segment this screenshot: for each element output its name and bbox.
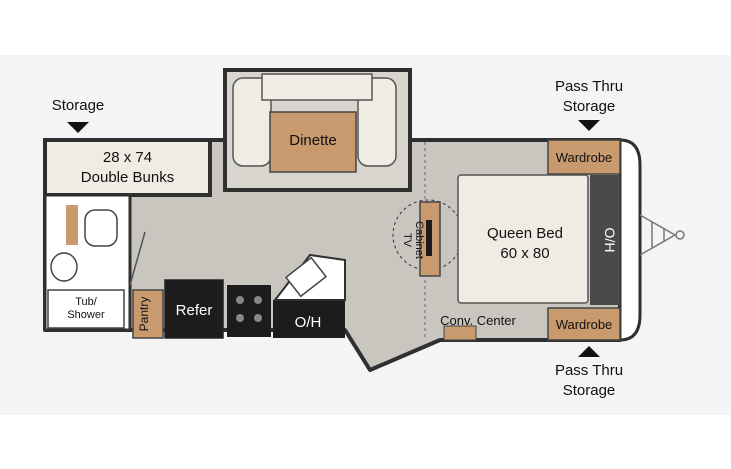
stove bbox=[227, 285, 271, 337]
oh-bedroom-label: O/H bbox=[602, 228, 618, 253]
bunks-label-line2: Double Bunks bbox=[80, 169, 175, 186]
wardrobe-bottom bbox=[547, 307, 621, 341]
wardrobe-bottom-label: Wardrobe bbox=[555, 317, 613, 332]
wardrobe-top-label: Wardrobe bbox=[555, 150, 613, 165]
tv-cabinet-label-line1: TV bbox=[401, 233, 413, 248]
refrigerator bbox=[164, 279, 224, 339]
hitch-ball bbox=[675, 230, 685, 240]
queen-bed-label-line1: Queen Bed bbox=[487, 225, 563, 242]
conv-center-cabinet bbox=[443, 325, 477, 341]
bath-door bbox=[129, 231, 146, 286]
refer-label: Refer bbox=[175, 302, 213, 319]
burner bbox=[236, 314, 244, 322]
kitchen-sink-bowl bbox=[284, 256, 328, 298]
pass-thru-top-line2: Storage bbox=[562, 98, 616, 115]
burner bbox=[254, 314, 262, 322]
dinette-back bbox=[261, 73, 373, 101]
sink bbox=[50, 252, 78, 282]
arrow-pass-thru-top bbox=[578, 120, 600, 131]
front-cap bbox=[618, 138, 642, 342]
tub-shower bbox=[47, 289, 125, 329]
hitch bbox=[639, 214, 677, 256]
dinette-label: Dinette bbox=[289, 132, 337, 149]
arrow-pass-thru-bottom bbox=[578, 346, 600, 357]
bunks bbox=[43, 138, 212, 197]
burner bbox=[236, 296, 244, 304]
queen-bed bbox=[457, 174, 589, 304]
arrow-storage-left bbox=[67, 122, 89, 133]
bath-vanity bbox=[66, 205, 78, 245]
burner bbox=[254, 296, 262, 304]
queen-bed-label-line2: 60 x 80 bbox=[500, 245, 550, 262]
tv-screen bbox=[426, 220, 432, 256]
pass-thru-bottom-line2: Storage bbox=[562, 382, 616, 399]
kitchen-overhead bbox=[273, 300, 345, 338]
toilet bbox=[84, 209, 118, 247]
tub-label-line1: Tub/ bbox=[75, 296, 97, 308]
dinette-table bbox=[269, 111, 357, 173]
conv-center-label: Conv. Center bbox=[440, 313, 516, 328]
bedroom-overhead bbox=[590, 175, 620, 305]
tv-cabinet-label-line2: Cabinet bbox=[413, 221, 425, 259]
storage-label-left: Storage bbox=[51, 97, 105, 114]
pantry bbox=[132, 289, 164, 339]
pass-thru-top-line1: Pass Thru bbox=[554, 78, 624, 95]
bunks-label-line1: 28 x 74 bbox=[102, 149, 153, 166]
pass-thru-bottom-line1: Pass Thru bbox=[554, 362, 624, 379]
wardrobe-top bbox=[547, 139, 621, 175]
pantry-label: Pantry bbox=[137, 297, 151, 332]
oh-kitchen-label: O/H bbox=[294, 314, 322, 331]
tub-label-line2: Shower bbox=[67, 309, 105, 321]
